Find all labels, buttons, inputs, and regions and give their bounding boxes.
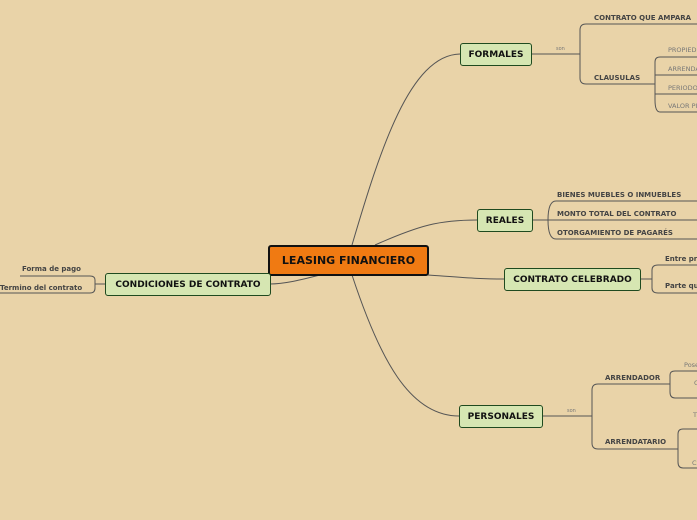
topic-arrendatario-item[interactable]: C <box>692 459 697 467</box>
node-condiciones[interactable]: CONDICIONES DE CONTRATO <box>105 273 271 296</box>
topic-pagares[interactable]: OTORGAMIENTO DE PAGARÉS <box>557 229 673 237</box>
topic-clausula[interactable]: ARRENDA <box>668 65 697 73</box>
topic-bienes[interactable]: BIENES MUEBLES O INMUEBLES <box>557 191 682 199</box>
topic-contrato-que-ampara[interactable]: CONTRATO QUE AMPARA <box>594 14 692 22</box>
topic-arrendatario[interactable]: ARRENDATARIO <box>605 438 667 446</box>
topic-clausula[interactable]: VALOR PI <box>668 102 697 110</box>
node-formales[interactable]: FORMALES <box>460 43 532 66</box>
central-node[interactable]: LEASING FINANCIERO <box>268 245 429 276</box>
connector-label: son <box>567 408 576 414</box>
node-contrato-celebrado[interactable]: CONTRATO CELEBRADO <box>504 268 641 291</box>
topic-monto[interactable]: MONTO TOTAL DEL CONTRATO <box>557 210 677 218</box>
topic-arrendador[interactable]: ARRENDADOR <box>605 374 661 382</box>
topic-termino[interactable]: Termino del contrato <box>0 284 83 292</box>
node-personales[interactable]: PERSONALES <box>459 405 543 428</box>
topic-arrendador-item[interactable]: Pose <box>684 361 697 369</box>
topic-clausulas[interactable]: CLAUSULAS <box>594 74 641 82</box>
topic-arrendatario-item[interactable]: T <box>693 411 697 419</box>
topic-entre[interactable]: Entre pr <box>665 255 697 263</box>
topic-clausula[interactable]: PROPIED <box>668 46 697 54</box>
topic-arrendador-item[interactable]: C <box>694 379 697 387</box>
connector-label: son <box>556 46 565 52</box>
topic-forma-pago[interactable]: Forma de pago <box>22 265 81 273</box>
node-reales[interactable]: REALES <box>477 209 533 232</box>
topic-clausula[interactable]: PERIODO <box>668 84 697 92</box>
topic-parte[interactable]: Parte qu <box>665 282 697 290</box>
